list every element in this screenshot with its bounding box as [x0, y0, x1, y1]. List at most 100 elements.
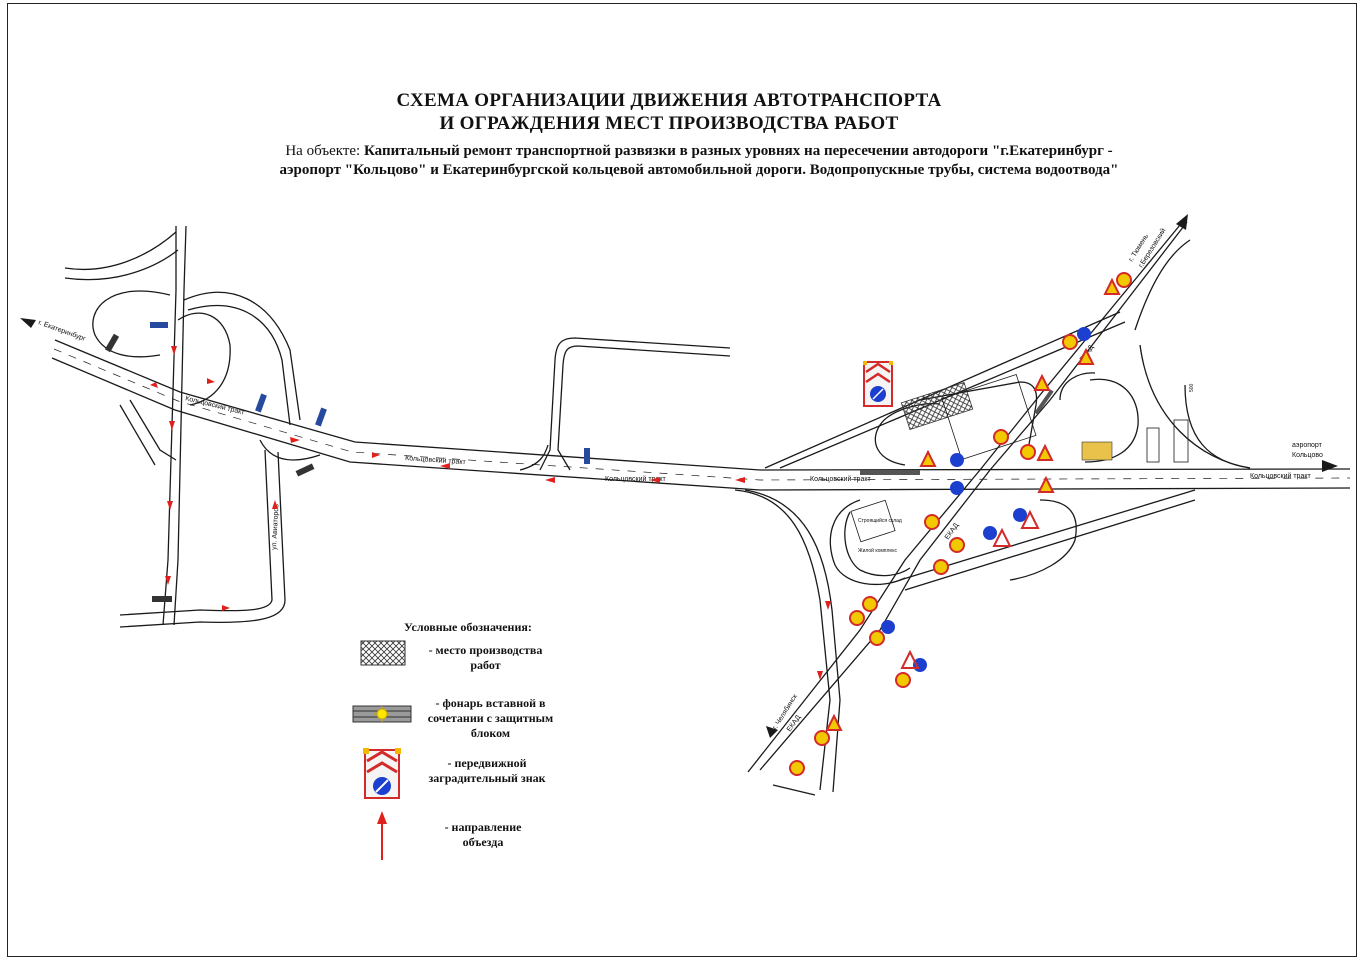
detour-arrow-icon: [272, 500, 278, 509]
main-road: [51, 339, 1351, 491]
object-name-line2: аэропорт "Кольцово" и Екатеринбургской к…: [279, 162, 1119, 178]
sign-restriction-icon: [789, 760, 805, 776]
lantern-block-icon: [152, 596, 172, 602]
road-signs: [789, 272, 1132, 776]
detour-arrow-icon: [377, 811, 387, 824]
sign-warning-icon: [1077, 347, 1095, 365]
detour-arrow-icon: [545, 477, 555, 483]
detour-arrow-icon: [150, 382, 158, 388]
direction-arrows: [20, 214, 1338, 738]
sign-blue-icon: [950, 481, 964, 495]
road-label-2: Кольцовский тракт: [405, 454, 467, 466]
sign-warning-icon: [1033, 373, 1051, 391]
central-side-road: [519, 337, 731, 471]
object-name-line1: Капитальный ремонт транспортной развязки…: [363, 143, 1113, 159]
building-label-2: Жилой комплекс: [858, 547, 897, 554]
direction-label-airport-2: Кольцово: [1292, 452, 1323, 459]
sign-warning-icon: [1036, 443, 1054, 461]
object-description-line1: На объекте: Капитальный ремонт транспорт…: [0, 143, 1361, 160]
lantern-block-icon: [584, 448, 590, 464]
direction-label-ekb: г. Екатеринбург: [37, 318, 87, 343]
legend-lantern-swatch: [352, 705, 412, 723]
road-label-5: Кольцовский тракт: [1250, 472, 1311, 480]
legend-work-area-text: - место производства работ: [428, 643, 543, 672]
sign-warning-icon: [1020, 509, 1040, 529]
detour-arrow-icon: [222, 605, 230, 611]
detour-arrow-icon: [650, 477, 660, 483]
sign-restriction-icon: [949, 537, 965, 553]
sign-warning-icon: [1037, 475, 1055, 493]
object-prefix: На объекте:: [285, 143, 361, 159]
lantern-block-icon: [315, 407, 327, 427]
lantern-block-icon: [104, 333, 120, 353]
arrow-tyumen-icon: [1176, 214, 1188, 230]
detour-arrow-icon: [440, 463, 450, 469]
lantern-icon: [376, 708, 388, 720]
sign-blue-icon: [1013, 508, 1027, 522]
detour-arrow-icon: [207, 378, 215, 384]
arrow-chelyabinsk-icon: [766, 726, 778, 738]
west-interchange: [64, 225, 321, 628]
sign-restriction-icon: [814, 730, 830, 746]
street-label: ул. Авиаторов: [271, 504, 280, 550]
building-small-2: [1173, 419, 1189, 463]
detour-arrow-icon: [290, 437, 300, 443]
sign-blue-icon: [1077, 327, 1091, 341]
page-title-line2: И ОГРАЖДЕНИЯ МЕСТ ПРОИЗВОДСТВА РАБОТ: [439, 113, 899, 134]
lantern-block-icon: [1034, 389, 1054, 415]
sign-warning-icon: [1103, 277, 1121, 295]
legend-lantern-text: - фонарь вставной в сочетании с защитным…: [427, 696, 554, 740]
building-label-1: Строящийся склад: [858, 517, 902, 524]
road-label-3: Кольцовский тракт: [605, 475, 666, 483]
lantern-blocks: [104, 322, 1054, 602]
sign-distance-label: 500: [1189, 383, 1195, 392]
sign-restriction-icon: [849, 610, 865, 626]
drawing-frame: [7, 3, 1357, 957]
sign-restriction-icon: [862, 596, 878, 612]
sign-warning-icon: [825, 713, 843, 731]
sign-blue-icon: [881, 620, 895, 634]
sign-restriction-icon: [869, 630, 885, 646]
arrow-airport-icon: [1322, 460, 1338, 472]
legend-detour-swatch: [377, 811, 387, 860]
sign-restriction-icon: [895, 672, 911, 688]
sign-restriction-icon: [1020, 444, 1036, 460]
detour-arrow-icon: [735, 477, 745, 483]
work-area-yellow: [1081, 441, 1113, 461]
arrow-ekb-icon: [20, 318, 36, 328]
lantern-block-icon: [860, 470, 920, 475]
detour-arrow-icon: [165, 576, 171, 585]
direction-label-airport-1: аэропорт: [1292, 442, 1323, 449]
sign-restriction-icon: [1062, 334, 1078, 350]
detour-arrow-icon: [825, 601, 831, 610]
legend-barrier-swatch: [363, 748, 401, 799]
lantern-block-icon: [255, 393, 267, 413]
sign-blue-icon: [950, 453, 964, 467]
detour-arrow-icon: [372, 452, 380, 458]
lantern-block-icon: [150, 322, 168, 328]
sign-warning-icon: [992, 527, 1012, 547]
detour-arrow-icon: [171, 346, 177, 355]
legend-work-area-swatch: [360, 640, 406, 666]
legend-barrier-text: - передвижной заградительный знак: [428, 756, 546, 785]
east-interchange: [734, 221, 1251, 796]
work-area-north: [900, 381, 974, 431]
detour-arrow-icon: [817, 671, 823, 680]
sign-blue-icon: [983, 526, 997, 540]
detour-arrows: [150, 346, 831, 680]
sign-restriction-icon: [924, 514, 940, 530]
sign-warning-icon: [900, 649, 920, 669]
legend-heading: Условные обозначения:: [404, 620, 532, 634]
building-small-1: [1146, 427, 1160, 463]
detour-arrow-icon: [167, 501, 173, 510]
sign-warning-icon: [919, 449, 937, 467]
sign-restriction-icon: [993, 429, 1009, 445]
road-label-4: Кольцовский тракт: [810, 475, 871, 483]
legend-detour-text: - направление объезда: [444, 820, 522, 849]
building-warehouse: [850, 499, 896, 543]
sign-restriction-icon: [1116, 272, 1132, 288]
mobile-barrier-map: [863, 361, 893, 407]
detour-arrow-icon: [169, 421, 175, 430]
page-title-line1: СХЕМА ОРГАНИЗАЦИИ ДВИЖЕНИЯ АВТОТРАНСПОРТ…: [396, 90, 942, 111]
